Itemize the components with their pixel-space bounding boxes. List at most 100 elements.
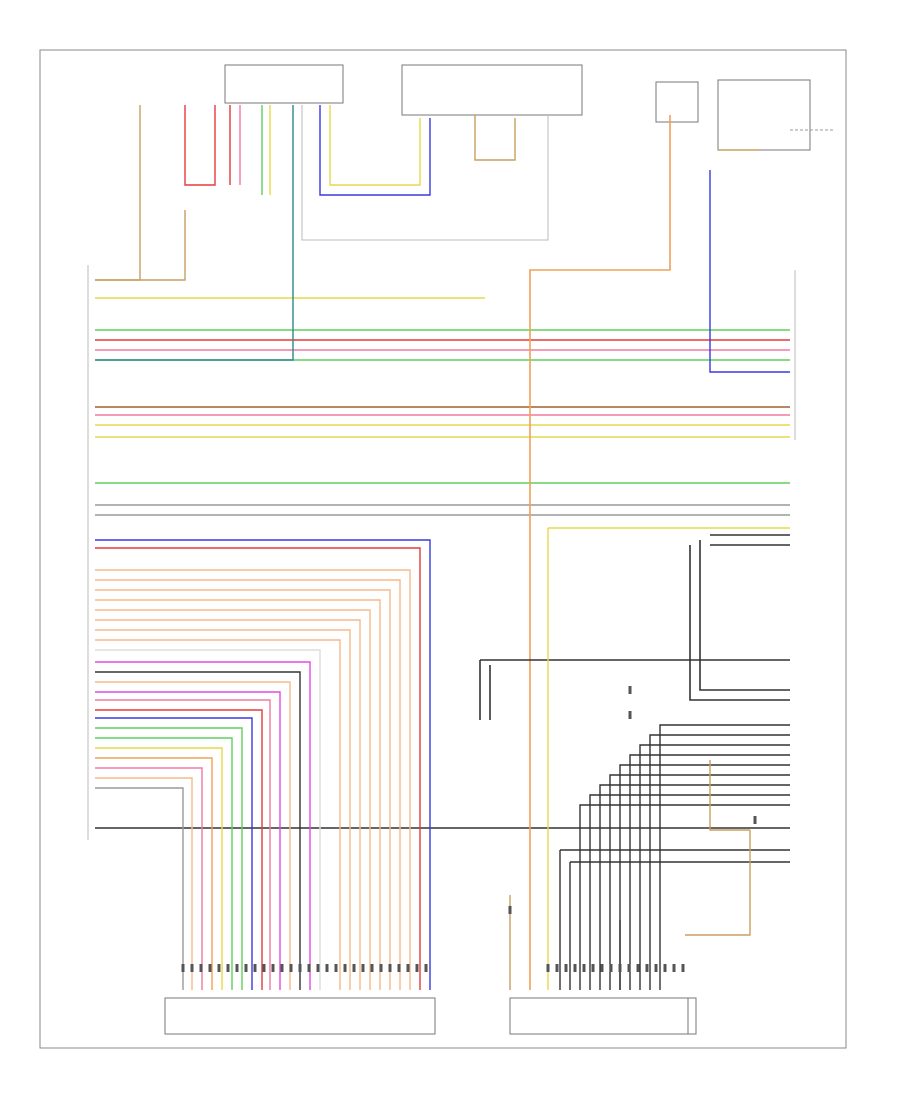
module-pin	[235, 964, 239, 972]
module-wire	[619, 764, 790, 990]
harness-wire	[95, 661, 311, 990]
harness-wire	[95, 691, 281, 990]
connector-pin	[628, 686, 632, 694]
module-pin	[343, 964, 347, 972]
module-pin	[325, 964, 329, 972]
module-pin	[352, 964, 356, 972]
module-pin	[654, 964, 658, 972]
module-pin	[370, 964, 374, 972]
harness-wire	[95, 757, 213, 990]
harness-wire	[95, 747, 223, 990]
module-wire	[599, 784, 790, 990]
harness-wire	[95, 599, 381, 990]
module-pin	[406, 964, 410, 972]
module-pin	[181, 964, 185, 972]
module-pin	[208, 964, 212, 972]
module-wire	[649, 734, 790, 990]
connector-marker-group	[181, 686, 757, 972]
module-pin	[397, 964, 401, 972]
module-pin	[361, 964, 365, 972]
harness-wire	[95, 649, 321, 990]
module-pin	[573, 964, 577, 972]
cluster-wire	[689, 545, 790, 701]
right-control-module	[509, 997, 689, 1035]
harness-wire	[95, 609, 371, 990]
module-pin	[672, 964, 676, 972]
module-pin	[546, 964, 550, 972]
harness-wire	[95, 629, 351, 990]
module-pin	[271, 964, 275, 972]
module-wire	[609, 774, 790, 990]
module-pin	[217, 964, 221, 972]
module-pin	[199, 964, 203, 972]
harness-wire	[95, 699, 271, 990]
connector-pin	[508, 906, 512, 914]
module-pin	[600, 964, 604, 972]
harness-wire	[95, 737, 233, 990]
module-pin	[591, 964, 595, 972]
module-wire	[589, 794, 790, 990]
harness-wire	[95, 717, 253, 990]
module-pin	[226, 964, 230, 972]
module-pin	[298, 964, 302, 972]
left-control-module	[164, 997, 436, 1035]
module-wire	[629, 754, 790, 990]
module-wire	[709, 760, 750, 831]
module-pin	[316, 964, 320, 972]
harness-wire	[95, 579, 401, 990]
lamp-box	[717, 79, 811, 151]
top-drop-wire	[95, 210, 186, 281]
module-pin	[334, 964, 338, 972]
module-pin	[388, 964, 392, 972]
module-pin	[280, 964, 284, 972]
module-wire	[639, 744, 790, 990]
module-pin	[645, 964, 649, 972]
connector-pin	[628, 711, 632, 719]
module-pin	[609, 964, 613, 972]
harness-wire	[95, 727, 243, 990]
module-pin	[244, 964, 248, 972]
module-pin	[681, 964, 685, 972]
module-pin	[424, 964, 428, 972]
top-drop-wire	[95, 105, 141, 281]
right-control-module-tab	[687, 997, 697, 1035]
top-drop-wire	[95, 105, 294, 361]
diagram-frame	[39, 49, 847, 1049]
module-pin	[663, 964, 667, 972]
harness-wire	[95, 589, 391, 990]
module-wire	[579, 804, 790, 990]
wire-group	[95, 105, 790, 990]
module-pin	[582, 964, 586, 972]
long-wire	[529, 115, 671, 990]
harness-wire	[95, 671, 301, 990]
top-drop-wire	[474, 115, 516, 161]
module-pin	[415, 964, 419, 972]
right-relay-box	[655, 81, 699, 123]
module-pin	[190, 964, 194, 972]
module-pin	[253, 964, 257, 972]
top-drop-wire	[184, 105, 216, 186]
harness-wire	[95, 767, 203, 990]
module-pin	[289, 964, 293, 972]
top-drop-wire	[329, 105, 421, 186]
harness-wire	[95, 547, 421, 990]
harness-wire	[95, 777, 193, 990]
harness-wire	[95, 539, 431, 990]
harness-wire	[95, 787, 184, 990]
top-drop-wire	[301, 105, 549, 241]
module-pin	[564, 964, 568, 972]
module-pin	[262, 964, 266, 972]
harness-wire	[95, 681, 291, 990]
module-pin	[627, 964, 631, 972]
module-wire	[685, 830, 751, 936]
connector-pin	[753, 816, 757, 824]
long-wire	[709, 170, 790, 373]
module-pin	[307, 964, 311, 972]
harness-wire	[95, 709, 263, 990]
top-switch-box	[401, 64, 583, 116]
module-wire	[659, 724, 790, 990]
module-pin	[379, 964, 383, 972]
harness-wire	[95, 569, 411, 990]
cluster-wire	[699, 540, 790, 691]
